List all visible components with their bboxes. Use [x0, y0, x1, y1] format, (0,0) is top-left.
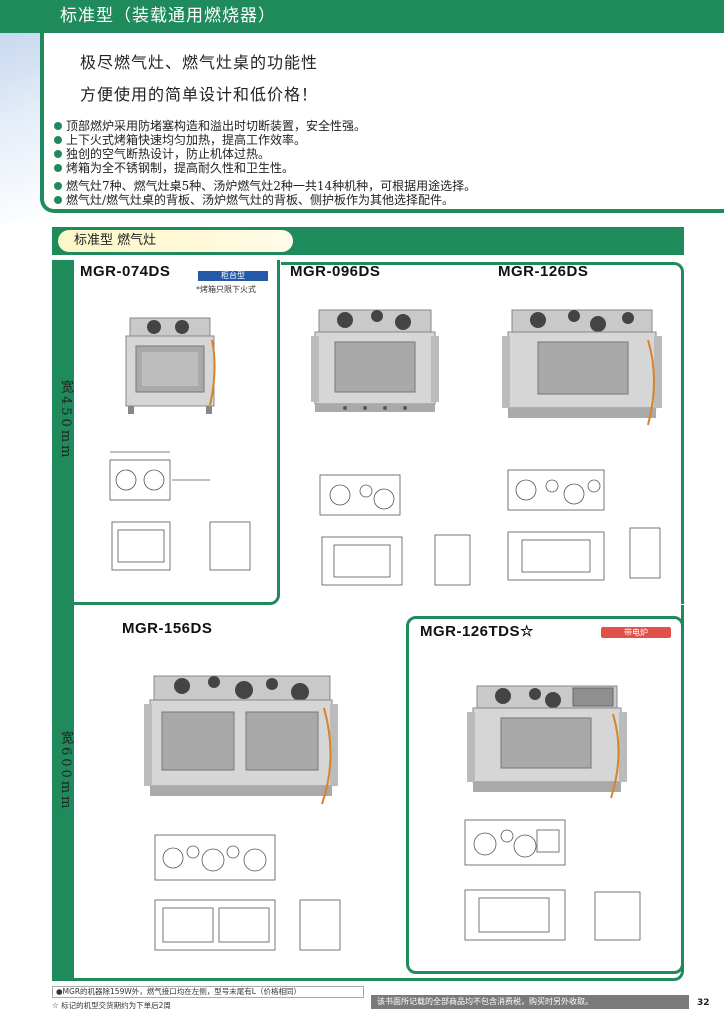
feature-item: 上下火式烤箱快速均匀加热，提高工作效率。	[54, 133, 714, 147]
frame-450-left	[52, 260, 280, 605]
stove-photo-096	[305, 300, 445, 420]
page-header: 标准型（装载通用燃烧器）	[0, 0, 724, 33]
model-name: MGR-126TDS☆	[420, 623, 534, 640]
feature-item: 顶部燃炉采用防堵塞构造和溢出时切断装置，安全性强。	[54, 119, 714, 133]
side-tab-600	[52, 605, 74, 981]
footer-note-box: ●MGR的机器除159W外，燃气接口均在左侧，型号末尾有L（价格相同）	[52, 986, 364, 998]
row-label-600: 宽600mm	[58, 730, 73, 812]
tds-highlight-box	[406, 616, 684, 974]
model-badge: 柜台型	[198, 271, 268, 281]
tech-drawing-096	[300, 455, 480, 595]
page-number: 32	[697, 998, 710, 1008]
tech-drawing-074	[90, 440, 270, 580]
model-name: MGR-074DS	[80, 263, 171, 280]
stove-photo-074	[120, 310, 220, 415]
tech-drawing-156	[135, 820, 355, 970]
section-title: 标准型 燃气灶	[58, 230, 293, 252]
footer-delivery-note: ☆ 标记的机型交货期约为下单后2周	[52, 1001, 171, 1010]
model-note: *烤箱只限下火式	[196, 285, 256, 294]
intro-panel: 极尽燃气灶、燃气灶桌的功能性 方便使用的简单设计和低价格！ 顶部燃炉采用防堵塞构…	[40, 33, 724, 213]
feature-item: 燃气灶/燃气灶桌的背板、汤炉燃气灶的背板、侧护板作为其他选择配件。	[54, 193, 714, 207]
tagline-2: 方便使用的简单设计和低价格！	[80, 85, 319, 104]
model-badge: 带电炉	[601, 627, 671, 638]
tech-drawing-126t	[445, 800, 665, 960]
header-title: 标准型（装载通用燃烧器）	[60, 6, 276, 26]
model-name: MGR-126DS	[498, 263, 589, 280]
stove-photo-126t	[463, 678, 628, 803]
feature-item: 烤箱为全不锈钢制，提高耐久性和卫生性。	[54, 161, 714, 175]
model-name: MGR-156DS	[122, 620, 213, 637]
model-name: MGR-096DS	[290, 263, 381, 280]
feature-item: 燃气灶7种、燃气灶桌5种、汤炉燃气灶2种一共14种机种，可根据用途选择。	[54, 179, 714, 193]
tagline-1: 极尽燃气灶、燃气灶桌的功能性	[80, 53, 319, 72]
tech-drawing-126	[490, 450, 670, 600]
row-label-450: 宽450mm	[58, 379, 73, 461]
feature-item: 独创的空气断热设计，防止机体过热。	[54, 147, 714, 161]
footer-tax-note: 该书面所记载的全部商品均不包含消费税，购买时另外收取。	[371, 995, 689, 1009]
frame-450-right	[281, 262, 684, 604]
stove-photo-126	[498, 300, 663, 435]
stove-photo-156	[140, 668, 340, 808]
feature-list: 顶部燃炉采用防堵塞构造和溢出时切断装置，安全性强。 上下火式烤箱快速均匀加热，提…	[54, 119, 714, 207]
